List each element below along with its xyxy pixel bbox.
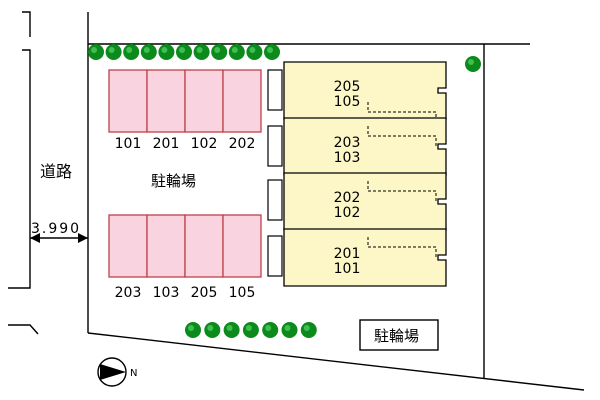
tree-icon [228,44,245,60]
unit-label-upper: 203 [334,135,361,151]
road-width-label: 3.990 [31,221,81,237]
unit-label-upper: 201 [334,246,361,262]
parking-space-label: 105 [229,285,256,301]
bicycle-parking-box-label: 駐輪場 [374,327,419,345]
tree-icon [140,44,157,60]
parking-space-label: 205 [191,285,218,301]
parking-space [146,214,186,278]
tree-row-bottom [185,322,317,338]
parking-space-label: 203 [115,285,142,301]
road-edge-lines [8,11,39,335]
site-boundary [87,12,585,391]
unit-label-upper: 202 [334,190,361,206]
parking-space [146,69,186,133]
stairs [267,69,283,277]
tree-icon [176,44,192,60]
tree-icon [262,322,279,338]
parking-space-label: 202 [229,136,256,152]
bicycle-parking-label: 駐輪場 [151,172,196,190]
tree-icon [264,44,280,60]
parking-row-bottom: 203 103 205 105 [108,214,262,301]
north-label: N [130,368,137,379]
road-width-dimension: 3.990 [30,221,88,243]
road-label: 道路 [40,162,72,181]
tree-icon [185,322,201,338]
parking-space [108,214,148,278]
parking-space-label: 201 [153,136,180,152]
tree-icon [204,322,221,338]
tree-icon [246,44,263,60]
parking-space [184,69,224,133]
parking-space [184,214,224,278]
parking-space-label: 103 [153,285,180,301]
tree-icon [158,44,175,60]
parking-space-label: 102 [191,136,218,152]
tree-row-top [88,44,280,60]
unit-label-lower: 101 [334,261,361,277]
tree-icon [123,44,140,60]
tree-icon [465,56,481,72]
tree-icon [105,44,122,60]
parking-space [108,69,148,133]
tree-icon [300,322,317,338]
north-arrow-icon: N [97,357,137,387]
bicycle-parking-box: 駐輪場 [359,319,439,351]
parking-space [222,214,262,278]
parking-space-label: 101 [115,136,142,152]
tree-single [465,56,481,72]
tree-icon [242,322,259,338]
tree-icon [223,322,240,338]
unit-label-lower: 105 [334,94,361,110]
parking-space [222,69,262,133]
unit-label-upper: 205 [334,79,361,95]
unit-label-lower: 103 [334,150,361,166]
tree-icon [281,322,298,338]
tree-icon [193,44,210,60]
parking-row-top: 101 201 102 202 [108,69,262,152]
unit-label-lower: 102 [334,205,361,221]
tree-icon [88,44,104,60]
tree-icon [211,44,228,60]
